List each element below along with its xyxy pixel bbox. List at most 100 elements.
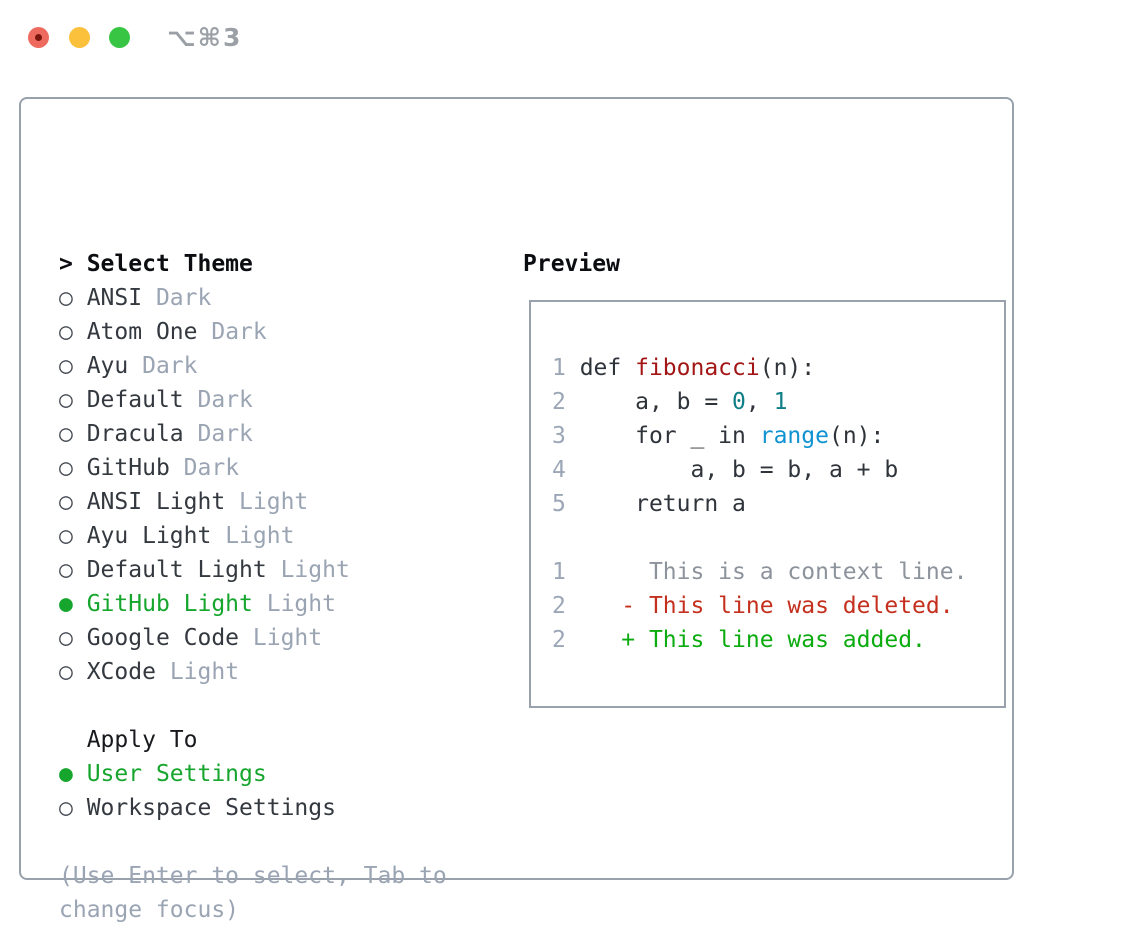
theme-list-heading-label: Select Theme: [86, 251, 253, 277]
window-title: ⌥⌘3: [167, 23, 243, 52]
code-line: 2 + This line was added.: [552, 623, 967, 657]
theme-name: Google Code: [86, 625, 240, 651]
theme-item-github-light[interactable]: ● GitHub Light Light: [59, 587, 509, 621]
theme-variant-tag: Light: [280, 557, 350, 583]
apply-option-workspace-settings[interactable]: ○ Workspace Settings: [59, 791, 509, 825]
code-line: 1 def fibonacci(n):: [552, 351, 967, 385]
radio-icon: ○: [59, 489, 87, 515]
help-text-line-2: change focus): [59, 893, 509, 927]
code-line: 5 return a: [552, 487, 967, 521]
theme-item-ansi[interactable]: ○ ANSI Dark: [59, 281, 509, 315]
line-number: 2: [552, 593, 580, 619]
apply-to-heading: Apply To: [59, 723, 509, 757]
radio-icon: ●: [59, 591, 87, 617]
theme-item-google-code[interactable]: ○ Google Code Light: [59, 621, 509, 655]
radio-icon: ○: [59, 659, 87, 685]
close-button[interactable]: [28, 27, 49, 48]
theme-item-xcode[interactable]: ○ XCode Light: [59, 655, 509, 689]
theme-name: Ayu: [86, 353, 129, 379]
token-deleted: - This line was deleted.: [579, 593, 954, 619]
radio-icon: ○: [59, 795, 87, 821]
theme-item-atom-one[interactable]: ○ Atom One Dark: [59, 315, 509, 349]
theme-name: Ayu Light: [86, 523, 212, 549]
zoom-button[interactable]: [109, 27, 130, 48]
token-func: fibonacci: [635, 355, 760, 381]
token-code: for _ in: [579, 423, 760, 449]
theme-item-dracula[interactable]: ○ Dracula Dark: [59, 417, 509, 451]
spacer-row: [59, 689, 509, 723]
cursor-icon: >: [59, 251, 87, 277]
theme-variant-tag: Light: [239, 489, 309, 515]
token-number: 1: [773, 389, 788, 415]
theme-variant-tag: Light: [252, 625, 323, 651]
theme-name: GitHub: [86, 455, 170, 481]
theme-variant-tag: Light: [169, 659, 240, 685]
theme-item-github[interactable]: ○ GitHub Dark: [59, 451, 509, 485]
spacer-row: [59, 825, 509, 859]
radio-icon: ○: [59, 455, 87, 481]
theme-name: Dracula: [86, 421, 184, 447]
theme-item-ansi-light[interactable]: ○ ANSI Light Light: [59, 485, 509, 519]
token-code: (n):: [828, 423, 885, 449]
theme-name: ANSI Light: [86, 489, 226, 515]
theme-name: Default: [86, 387, 184, 413]
preview-heading: Preview: [523, 251, 620, 277]
line-number: [552, 525, 580, 551]
theme-item-default[interactable]: ○ Default Dark: [59, 383, 509, 417]
radio-icon: ○: [59, 421, 87, 447]
theme-item-ayu-light[interactable]: ○ Ayu Light Light: [59, 519, 509, 553]
code-line: 4 a, b = b, a + b: [552, 453, 967, 487]
code-line: 2 - This line was deleted.: [552, 589, 967, 623]
apply-option-label: User Settings: [86, 761, 267, 787]
token-number: 0: [732, 389, 746, 415]
theme-name: XCode: [86, 659, 156, 685]
token-builtin: range: [759, 423, 829, 449]
radio-icon: ○: [59, 353, 87, 379]
code-line: 3 for _ in range(n):: [552, 419, 967, 453]
theme-name: Atom One: [86, 319, 198, 345]
theme-name: ANSI: [86, 285, 143, 311]
theme-variant-tag: Light: [266, 591, 336, 617]
radio-icon: ○: [59, 319, 87, 345]
radio-icon: ○: [59, 625, 87, 651]
theme-variant-tag: Dark: [155, 285, 212, 311]
radio-icon: ○: [59, 387, 87, 413]
help-text: change focus): [59, 897, 240, 923]
line-number: 1: [552, 355, 580, 381]
token-code: a, b =: [579, 389, 733, 415]
apply-option-user-settings[interactable]: ● User Settings: [59, 757, 509, 791]
help-text: (Use Enter to select, Tab to: [59, 863, 447, 889]
blank-line: [552, 521, 967, 555]
token-code: (n):: [759, 355, 816, 381]
theme-picker-list: > Select Theme○ ANSI Dark○ Atom One Dark…: [59, 247, 509, 927]
close-dot-icon: [35, 34, 42, 41]
line-number: 3: [552, 423, 580, 449]
theme-variant-tag: Dark: [211, 319, 267, 345]
theme-variant-tag: Light: [225, 523, 295, 549]
theme-variant-tag: Dark: [183, 455, 240, 481]
radio-icon: ●: [59, 761, 87, 787]
line-number: 2: [552, 389, 580, 415]
code-line: 1 This is a context line.: [552, 555, 967, 589]
token-code: a, b = b, a + b: [579, 457, 899, 483]
theme-item-ayu[interactable]: ○ Ayu Dark: [59, 349, 509, 383]
token-code: def: [579, 355, 636, 381]
theme-name: Default Light: [86, 557, 267, 583]
code-line: 2 a, b = 0, 1: [552, 385, 967, 419]
radio-icon: ○: [59, 285, 87, 311]
theme-item-default-light[interactable]: ○ Default Light Light: [59, 553, 509, 587]
line-number: 4: [552, 457, 580, 483]
theme-variant-tag: Dark: [197, 421, 253, 447]
theme-variant-tag: Dark: [142, 353, 198, 379]
line-number: 2: [552, 627, 580, 653]
apply-option-label: Workspace Settings: [86, 795, 336, 821]
help-text-line-1: (Use Enter to select, Tab to: [59, 859, 509, 893]
minimize-button[interactable]: [69, 27, 90, 48]
theme-picker-panel: > Select Theme○ ANSI Dark○ Atom One Dark…: [19, 97, 1014, 923]
line-number: 5: [552, 491, 580, 517]
radio-icon: ○: [59, 523, 87, 549]
token-code: return a: [579, 491, 746, 517]
